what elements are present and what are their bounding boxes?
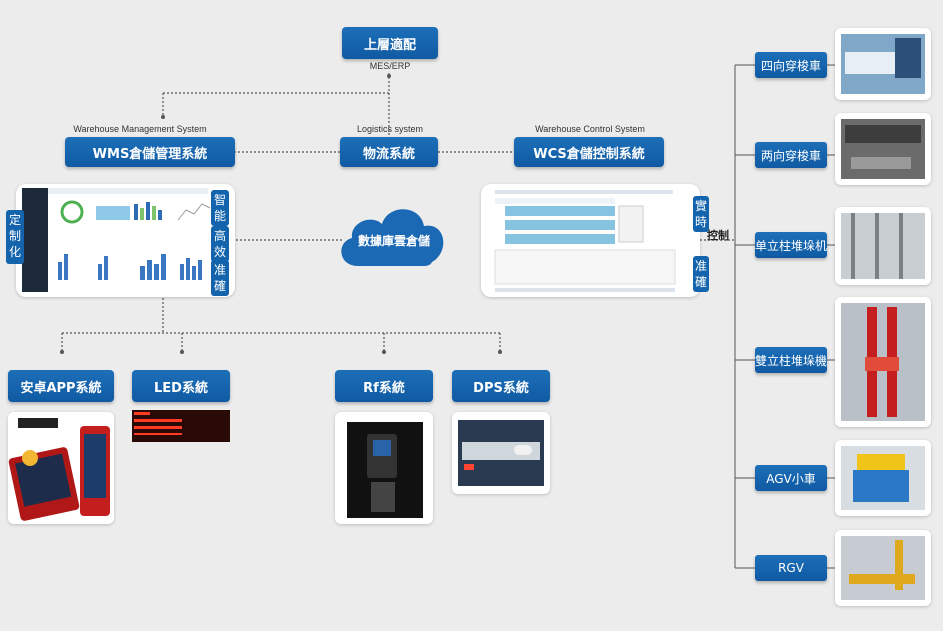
double-stacker-illustration: [841, 303, 925, 421]
led-pixels: [134, 412, 182, 435]
led-button[interactable]: LED系統: [132, 370, 230, 402]
dps-illustration: [458, 420, 544, 486]
logistics-button[interactable]: 物流系統: [340, 137, 438, 167]
four-way-illustration: [841, 34, 925, 94]
wcs-screen-preview: [494, 190, 676, 292]
tablet-illustration: [8, 418, 110, 521]
single-column-stacker-image: [835, 207, 931, 285]
four-way-shuttle-image: [835, 28, 931, 100]
rgv-illustration: [841, 536, 925, 600]
upper-adapter-sub: MES/ERP: [369, 61, 411, 71]
equipment-agv[interactable]: AGV小車: [755, 465, 827, 491]
customized-tag: 定制化: [6, 210, 24, 264]
wcs-button[interactable]: WCS倉儲控制系統: [514, 137, 664, 167]
two-way-illustration: [841, 119, 925, 179]
wms-tag-accurate: 准確: [211, 260, 229, 296]
wcs-screen-card: [481, 184, 700, 297]
control-label: 控制: [707, 229, 729, 242]
wms-dashboard-card: [16, 184, 235, 297]
led-display-image: [132, 410, 230, 442]
wms-sub: Warehouse Management System: [73, 124, 207, 134]
equipment-two-way-shuttle[interactable]: 两向穿梭車: [755, 142, 827, 168]
agv-illustration: [841, 446, 925, 510]
equipment-double-column-stacker[interactable]: 雙立柱堆垛機: [755, 347, 827, 373]
wms-tag-smart: 智能: [211, 190, 229, 226]
rf-device-image: [335, 412, 433, 524]
dps-device-image: [452, 412, 550, 494]
wcs-tag-accurate: 准確: [693, 256, 709, 292]
equipment-four-way-shuttle[interactable]: 四向穿梭車: [755, 52, 827, 78]
agv-image: [835, 440, 931, 516]
two-way-shuttle-image: [835, 113, 931, 185]
double-column-stacker-image: [835, 297, 931, 427]
wcs-sub: Warehouse Control System: [535, 124, 645, 134]
rf-button[interactable]: Rf系統: [335, 370, 433, 402]
upper-adapter-button[interactable]: 上層適配: [342, 27, 438, 59]
android-app-button[interactable]: 安卓APP系統: [8, 370, 114, 402]
dashboard-preview: [48, 188, 211, 280]
rgv-image: [835, 530, 931, 606]
single-stacker-illustration: [841, 213, 925, 279]
dps-button[interactable]: DPS系統: [452, 370, 550, 402]
rf-scanner-illustration: [347, 422, 423, 518]
equipment-single-column-stacker[interactable]: 单立柱堆垛机: [755, 232, 827, 258]
wcs-tag-realtime: 實時: [693, 196, 709, 232]
wms-button[interactable]: WMS倉儲管理系統: [65, 137, 235, 167]
android-device-image: [8, 412, 114, 524]
equipment-rgv[interactable]: RGV: [755, 555, 827, 581]
logistics-sub: Logistics system: [356, 124, 424, 134]
wms-tag-efficient: 高效: [211, 226, 229, 262]
cloud-label: 數據庫雲倉儲: [357, 234, 430, 248]
dashboard-sidebar: [22, 188, 48, 292]
